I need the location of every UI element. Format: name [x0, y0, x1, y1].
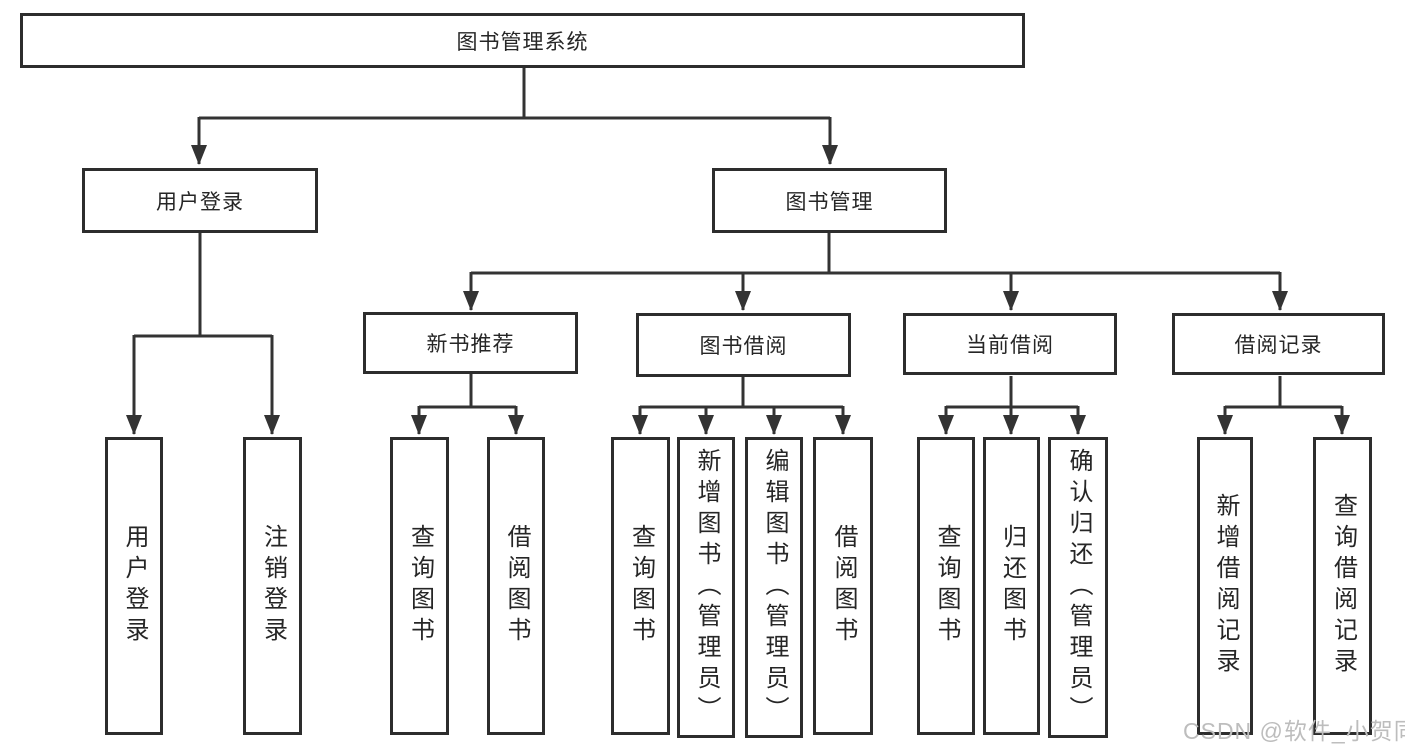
node-label: 查询借阅记录: [1329, 493, 1357, 679]
node-label: 用户登录: [156, 190, 244, 214]
csdn-watermark: CSDN @软件_小贺同学: [1183, 718, 1405, 744]
node-book-borrowing: 图书借阅: [636, 313, 851, 377]
node-label: 当前借阅: [966, 334, 1054, 357]
leaf-add-borrow-record: 新增借阅记录: [1197, 437, 1253, 735]
leaf-add-books-admin: 新增图书（管理员）: [677, 437, 735, 738]
node-current-borrowing: 当前借阅: [903, 313, 1117, 375]
leaf-return-books: 归还图书: [983, 437, 1040, 735]
node-label: 借阅记录: [1234, 334, 1323, 357]
node-user-login: 用户登录: [82, 168, 318, 233]
node-label: 借阅图书: [830, 524, 857, 648]
leaf-borrow-books-recommend: 借阅图书: [487, 437, 545, 735]
node-label: 图书借阅: [699, 335, 788, 358]
node-label: 借阅图书: [503, 524, 530, 648]
connector-book-management-branch: [463, 231, 1288, 311]
leaf-confirm-return-admin: 确认归还（管理员）: [1048, 437, 1108, 738]
node-new-book-recommend: 新书推荐: [363, 312, 578, 374]
node-label: 用户登录: [121, 524, 148, 648]
leaf-borrow-books-borrowing: 借阅图书: [813, 437, 873, 735]
connector-user-login-branch: [126, 231, 280, 435]
leaf-edit-books-admin: 编辑图书（管理员）: [745, 437, 803, 738]
connector-root-to-level2: [191, 66, 838, 165]
node-label: 注销登录: [259, 524, 287, 648]
connector-book-borrowing-branch: [632, 377, 851, 435]
node-label: 查询图书: [406, 524, 434, 648]
leaf-user-login: 用户登录: [105, 437, 163, 735]
node-label: 查询图书: [627, 524, 655, 648]
node-label: 归还图书: [998, 524, 1026, 648]
node-label: 编辑图书（管理员）: [761, 448, 788, 727]
node-library-system: 图书管理系统: [20, 13, 1025, 68]
node-label: 新增图书（管理员）: [693, 448, 720, 727]
leaf-query-books-recommend: 查询图书: [390, 437, 449, 735]
leaf-query-borrow-record: 查询借阅记录: [1313, 437, 1372, 735]
node-label: 查询图书: [933, 524, 960, 648]
node-label: 确认归还（管理员）: [1065, 448, 1092, 727]
connector-current-borrowing-branch: [938, 376, 1086, 435]
connector-borrowing-records-branch: [1217, 376, 1350, 435]
leaf-query-books-current: 查询图书: [917, 437, 975, 735]
connector-new-book-recommend-branch: [411, 374, 524, 435]
node-book-management: 图书管理: [712, 168, 947, 233]
node-label: 图书管理系统: [456, 30, 589, 54]
node-label: 图书管理: [785, 190, 874, 214]
leaf-query-books-borrowing: 查询图书: [611, 437, 670, 735]
node-label: 新增借阅记录: [1212, 493, 1239, 679]
node-borrowing-records: 借阅记录: [1172, 313, 1385, 375]
leaf-logout: 注销登录: [243, 437, 302, 735]
node-label: 新书推荐: [426, 333, 515, 356]
